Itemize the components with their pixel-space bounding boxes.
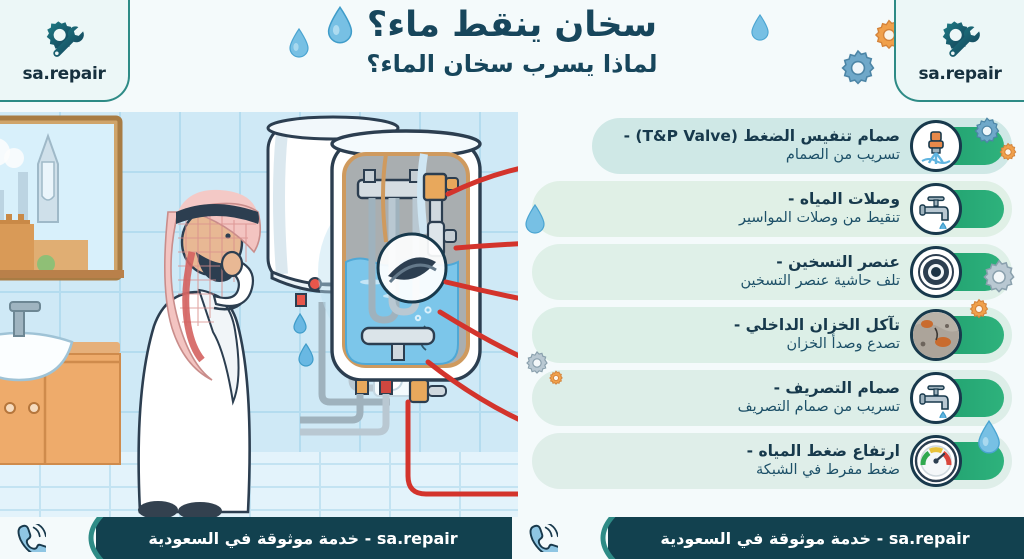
pressure-relief-valve-icon <box>910 120 962 172</box>
gear-icon <box>999 142 1017 161</box>
list-item[interactable]: 4 تآكل الخزان الداخلي - تصدع وصدأ الخزان <box>532 307 1012 363</box>
item-desc: تسريب من صمام التصريف <box>737 399 900 416</box>
list-item[interactable]: 3 عنصر التسخين - تلف حاشية عنصر التسخين <box>532 244 1012 300</box>
item-desc: تنقيط من وصلات المواسير <box>738 210 900 227</box>
logo-left[interactable]: sa.repair <box>0 0 130 102</box>
item-text: وصلات المياه - تنقيط من وصلات المواسير <box>546 190 900 227</box>
footer-curve <box>60 517 104 559</box>
gear-icon <box>969 298 989 319</box>
item-desc: تسريب من الصمام <box>785 147 900 164</box>
phone-ringing-icon <box>529 524 558 552</box>
water-drop-icon <box>751 14 769 41</box>
page-subtitle: لماذا يسرب سخان الماء؟ <box>366 49 658 78</box>
list-item[interactable]: 6 ارتفاع ضغط المياه - ضغط مفرط في الشبكة <box>532 433 1012 489</box>
list-item[interactable]: 2 وصلات المياه - تنقيط من وصلات المواسير <box>532 181 1012 237</box>
logo-right[interactable]: sa.repair <box>894 0 1024 102</box>
gear-icon <box>526 351 548 374</box>
water-drop-icon <box>327 6 353 44</box>
item-text: صمام تنفيس الضغط (T&P Valve) - تسريب من … <box>606 127 900 164</box>
water-drop-icon <box>289 28 309 58</box>
footer-left: sa.repair - خدمة موثوقة في السعودية <box>0 517 512 559</box>
footer-text: sa.repair - خدمة موثوقة في السعودية <box>148 528 458 548</box>
item-title: وصلات المياه - <box>787 190 900 209</box>
gear-wrench-icon <box>942 20 980 57</box>
header: سخان ينقط ماء؟ لماذا يسرب سخان الماء؟ sa… <box>0 0 1024 112</box>
pressure-gauge-icon <box>910 435 962 487</box>
item-title: عنصر التسخين - <box>776 253 900 272</box>
gear-icon <box>841 49 875 85</box>
item-text: عنصر التسخين - تلف حاشية عنصر التسخين <box>546 253 901 290</box>
tank-corrosion-icon <box>910 309 962 361</box>
gear-icon <box>549 370 563 385</box>
item-desc: تصدع وصدأ الخزان <box>786 336 900 353</box>
item-title: صمام التصريف - <box>773 379 900 398</box>
list-item[interactable]: 5 صمام التصريف - تسريب من صمام التصريف <box>532 370 1012 426</box>
causes-list: 1 صمام تنفيس الضغط (T&P Valve) - تسريب م… <box>518 112 1024 517</box>
water-drop-icon <box>978 420 1000 454</box>
drain-valve-icon <box>910 372 962 424</box>
logo-text: sa.repair <box>22 63 106 84</box>
heating-element-icon <box>910 246 962 298</box>
page-title: سخان ينقط ماء؟ <box>366 5 658 45</box>
water-drop-icon <box>525 204 545 234</box>
item-title: ارتفاع ضغط المياه - <box>746 442 900 461</box>
gear-icon <box>983 259 1015 293</box>
item-text: تآكل الخزان الداخلي - تصدع وصدأ الخزان <box>546 316 900 353</box>
faucet-icon <box>910 183 962 235</box>
item-title: صمام تنفيس الضغط (T&P Valve) - <box>623 127 900 146</box>
gear-icon <box>974 117 1000 144</box>
item-desc: ضغط مفرط في الشبكة <box>756 462 900 479</box>
header-titles: سخان ينقط ماء؟ لماذا يسرب سخان الماء؟ <box>0 4 1024 80</box>
item-title: تآكل الخزان الداخلي - <box>733 316 900 335</box>
footer-right: sa.repair - خدمة موثوقة في السعودية <box>512 517 1024 559</box>
item-text: ارتفاع ضغط المياه - ضغط مفرط في الشبكة <box>546 442 900 479</box>
phone-ringing-icon <box>17 524 46 552</box>
gear-wrench-icon <box>46 20 84 57</box>
list-item[interactable]: 1 صمام تنفيس الضغط (T&P Valve) - تسريب م… <box>592 118 1012 174</box>
logo-text: sa.repair <box>918 63 1002 84</box>
footer-curve <box>572 517 616 559</box>
footer: sa.repair - خدمة موثوقة في السعودية sa.r… <box>0 517 1024 559</box>
item-desc: تلف حاشية عنصر التسخين <box>740 273 901 290</box>
illustration-bathroom-scene <box>0 112 518 517</box>
footer-text: sa.repair - خدمة موثوقة في السعودية <box>660 528 970 548</box>
item-text: صمام التصريف - تسريب من صمام التصريف <box>546 379 900 416</box>
